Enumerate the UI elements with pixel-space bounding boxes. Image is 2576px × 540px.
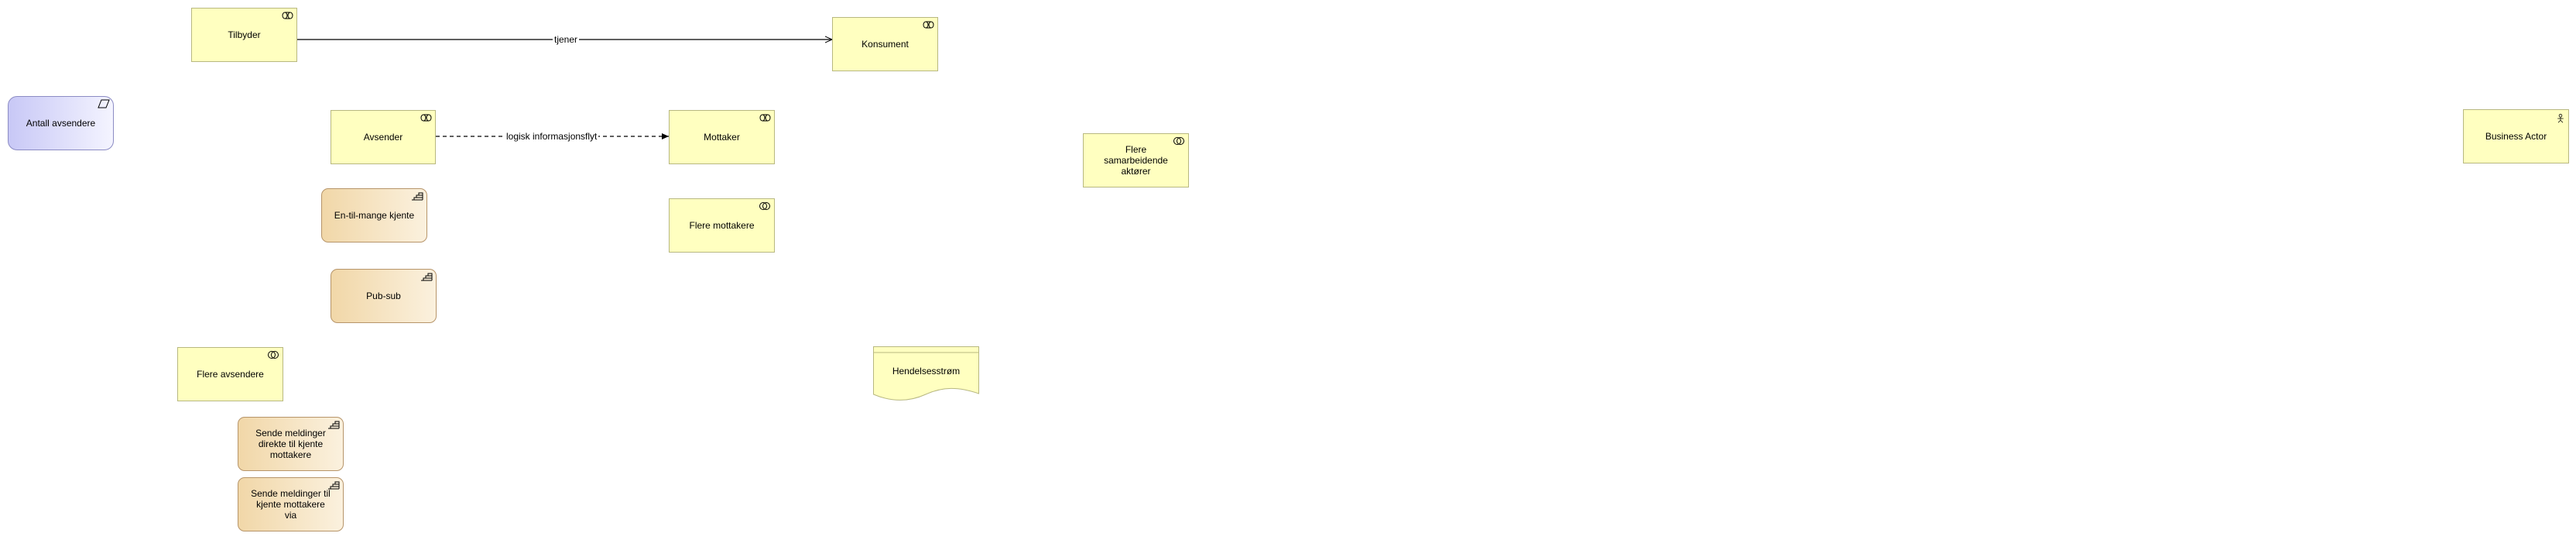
element-label: Sende meldinger direkte til kjente motta… [255,428,326,460]
stairs-icon [421,273,433,281]
stairs-icon [328,421,340,429]
business-collaboration-flere-mottakere[interactable]: Flere mottakere [669,198,775,253]
business-role-icon [759,114,771,122]
process-sende-meldinger-via[interactable]: Sende meldinger til kjente mottakere via [238,477,344,531]
business-role-icon [282,12,293,19]
process-sende-meldinger-direkte[interactable]: Sende meldinger direkte til kjente motta… [238,417,344,471]
serving-relationship-label: tjener [553,34,580,45]
business-role-konsument[interactable]: Konsument [832,17,938,71]
element-label: En-til-mange kjente [334,210,415,221]
stairs-icon [328,481,340,490]
element-label: Flere avsendere [197,369,264,380]
business-role-tilbyder[interactable]: Tilbyder [191,8,297,62]
business-role-avsender[interactable]: Avsender [331,110,436,164]
representation-label-wrap: Hendelsesstrøm [873,351,979,391]
business-collaboration-flere-avsendere[interactable]: Flere avsendere [177,347,283,401]
element-label: Flere samarbeidende aktører [1104,144,1168,177]
business-actor[interactable]: Business Actor [2463,109,2569,163]
element-label: Tilbyder [228,29,261,40]
process-pub-sub[interactable]: Pub-sub [331,269,437,323]
representation-hendelsesstrom[interactable]: Hendelsesstrøm [873,346,979,402]
element-label: Mottaker [704,132,740,143]
element-label: Hendelsesstrøm [892,366,961,377]
process-en-til-mange-kjente[interactable]: En-til-mange kjente [321,188,427,242]
element-label: Avsender [363,132,403,143]
collaboration-icon [759,202,770,210]
element-label: Flere mottakere [689,220,755,231]
stairs-icon [412,192,423,201]
element-label: Konsument [862,39,909,50]
actor-stick-figure-icon [2557,114,2564,123]
element-label: Antall avsendere [26,118,96,129]
assessment-icon [98,99,110,108]
element-label: Pub-sub [366,291,401,301]
element-label: Sende meldinger til kjente mottakere via [251,488,331,521]
element-label: Business Actor [2485,131,2547,142]
collaboration-icon [1173,137,1184,145]
collaboration-icon [268,351,279,359]
business-role-icon [420,114,432,122]
business-role-icon [923,21,934,29]
flow-relationship-label: logisk informasjonsflyt [505,131,599,142]
business-collaboration-flere-samarbeidende-aktorer[interactable]: Flere samarbeidende aktører [1083,133,1189,187]
representation-shape [873,346,979,401]
business-role-mottaker[interactable]: Mottaker [669,110,775,164]
assessment-antall-avsendere[interactable]: Antall avsendere [8,96,114,150]
